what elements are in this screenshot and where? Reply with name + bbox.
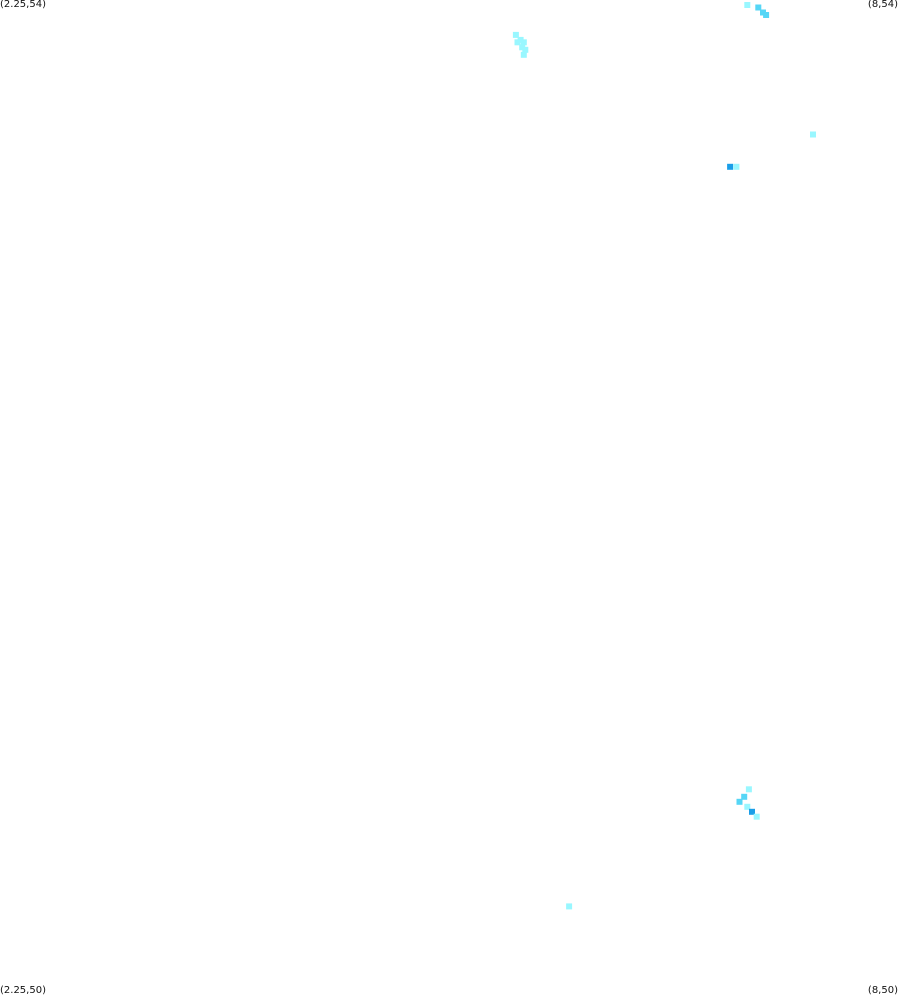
raster-cell — [733, 163, 740, 170]
raster-cell — [520, 39, 527, 46]
raster-cell — [512, 31, 519, 38]
raster-cell — [566, 903, 573, 910]
raster-cell — [749, 808, 755, 815]
raster-cell — [755, 4, 762, 11]
corner-label-top-left: (2.25,54) — [0, 0, 46, 10]
raster-cell — [760, 9, 766, 16]
raster-cell — [745, 786, 752, 793]
raster-cell — [744, 803, 751, 810]
raster-cell — [517, 36, 524, 43]
raster-cell — [514, 39, 521, 46]
raster-cell — [522, 46, 529, 53]
raster-cell — [520, 51, 527, 58]
corner-label-bottom-right: (8,50) — [867, 985, 898, 996]
raster-cell — [519, 44, 526, 51]
raster-cell — [753, 813, 760, 820]
raster-cell — [727, 163, 734, 170]
corner-label-bottom-left: (2.25,50) — [0, 985, 46, 996]
raster-cell — [744, 2, 751, 8]
raster-cell — [810, 131, 816, 138]
raster-cell — [736, 798, 743, 805]
corner-label-top-right: (8,54) — [867, 0, 898, 10]
raster-cell — [741, 793, 748, 800]
raster-cell — [763, 12, 770, 18]
